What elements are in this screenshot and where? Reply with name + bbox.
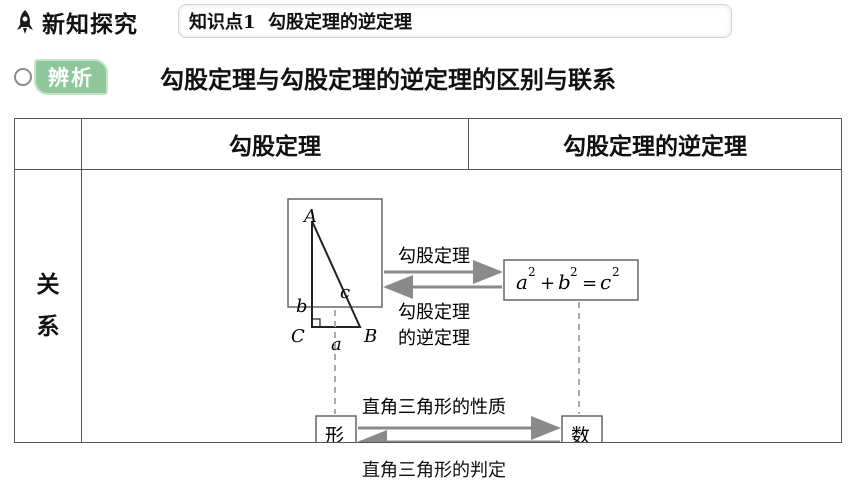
- row-label-char-1: 关: [36, 272, 60, 298]
- arrow-converse-label-1: 勾股定理: [398, 302, 470, 323]
- relation-diagram-cell: A B C a b c a 2 + b 2 = c 2 勾股定理: [81, 169, 842, 481]
- side-c: c: [340, 282, 350, 303]
- table-header-row: 勾股定理 勾股定理的逆定理: [14, 118, 842, 170]
- vertex-c: C: [291, 326, 305, 347]
- header-converse-theorem: 勾股定理的逆定理: [468, 118, 842, 170]
- formula-c: c: [600, 270, 611, 294]
- arrow-converse-label-2: 的逆定理: [398, 328, 470, 349]
- number-box-label: 数: [571, 425, 590, 442]
- side-a: a: [331, 334, 342, 355]
- section-title: 新知探究: [42, 12, 138, 38]
- knowledge-point-box: 知识点1 勾股定理的逆定理: [178, 4, 732, 38]
- shape-box: [315, 415, 357, 442]
- formula-b: b: [558, 270, 571, 294]
- header-pythagorean-theorem: 勾股定理: [81, 118, 469, 170]
- analysis-tag-row: 辨析: [14, 58, 108, 96]
- table-relation-row: 关 系 A B C a b c: [14, 169, 842, 481]
- formula-plus: +: [540, 273, 555, 294]
- table-corner-cell: [14, 118, 82, 170]
- formula-exp-b: 2: [570, 265, 578, 279]
- formula-exp-a: 2: [528, 265, 536, 279]
- row-label-relation: 关 系: [14, 169, 82, 443]
- row-label-char-2: 系: [36, 314, 60, 340]
- formula-equals: =: [582, 273, 597, 294]
- rocket-icon: [17, 10, 33, 34]
- shape-box-label: 形: [325, 425, 344, 442]
- section-header: 新知探究: [14, 6, 138, 38]
- bullet-circle-icon: [14, 68, 32, 86]
- analysis-tag: 辨析: [34, 59, 108, 95]
- arrow-property-label: 直角三角形的性质: [362, 397, 506, 418]
- comparison-table: 勾股定理 勾股定理的逆定理 关 系 A B C a: [14, 118, 842, 481]
- vertex-b: B: [363, 326, 377, 347]
- side-b: b: [296, 296, 308, 317]
- relation-diagram: A B C a b c a 2 + b 2 = c 2 勾股定理: [287, 198, 639, 442]
- formula-a: a: [516, 270, 528, 294]
- number-box: [561, 415, 603, 442]
- right-angle-mark: [311, 318, 321, 328]
- formula-box: [503, 259, 639, 301]
- triangle-box: [287, 198, 383, 308]
- formula-exp-c: 2: [612, 265, 620, 279]
- comparison-heading: 勾股定理与勾股定理的逆定理的区别与联系: [160, 66, 616, 94]
- arrow-theorem-label: 勾股定理: [398, 246, 470, 267]
- knowledge-point-label: 知识点1 勾股定理的逆定理: [189, 12, 413, 33]
- arrow-judge-label: 直角三角形的判定: [362, 460, 506, 481]
- vertex-a: A: [302, 206, 317, 227]
